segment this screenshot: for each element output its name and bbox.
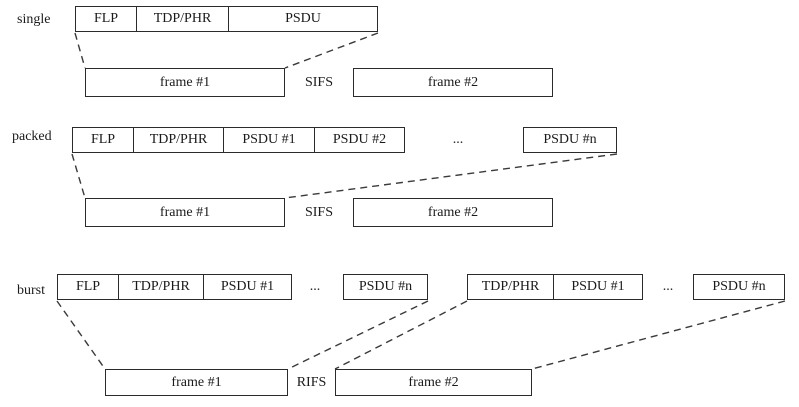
packed-segment-psdu1: PSDU #1 xyxy=(223,128,314,152)
burst-psdu-n-box-1: PSDU #n xyxy=(343,274,428,300)
single-segment-tdp-phr: TDP/PHR xyxy=(136,7,228,31)
burst-g1-segment-flp: FLP xyxy=(75,279,101,294)
burst-frame2-box: frame #2 xyxy=(335,369,532,396)
burst-g1-segment-tdp-phr: TDP/PHR xyxy=(118,275,203,299)
burst-psdu-n-box-2: PSDU #n xyxy=(693,274,785,300)
single-pdu-row: FLP TDP/PHR PSDU xyxy=(75,6,378,32)
burst-pdu-row-2: TDP/PHR PSDU #1 xyxy=(467,274,643,300)
single-sifs-label: SIFS xyxy=(304,74,334,90)
connector-line-packed-left xyxy=(71,153,86,199)
single-frame1-box: frame #1 xyxy=(85,68,285,97)
burst-frame1-box: frame #1 xyxy=(105,369,288,396)
packed-psdu-n-box: PSDU #n xyxy=(523,127,617,153)
packed-segment-tdp-phr: TDP/PHR xyxy=(133,128,223,152)
single-segment-psdu: PSDU xyxy=(228,7,377,31)
packed-sifs-label: SIFS xyxy=(304,204,334,220)
burst-g2-segment-tdp-phr: TDP/PHR xyxy=(481,279,540,294)
row-label-single: single xyxy=(17,12,51,27)
connector-line-burst-frame2-right xyxy=(531,300,786,370)
burst-rifs-label: RIFS xyxy=(296,374,327,390)
packed-segment-psdu2: PSDU #2 xyxy=(314,128,404,152)
row-label-burst: burst xyxy=(17,283,45,298)
burst-ellipsis-2: ... xyxy=(662,279,674,294)
connector-line-single-left xyxy=(74,32,86,69)
connector-line-burst-frame2-left xyxy=(334,300,468,370)
burst-g2-segment-psdu1: PSDU #1 xyxy=(553,275,642,299)
burst-g1-segment-psdu1: PSDU #1 xyxy=(203,275,291,299)
burst-pdu-row-1: FLP TDP/PHR PSDU #1 xyxy=(57,274,292,300)
burst-ellipsis-1: ... xyxy=(309,279,321,294)
connector-line-packed-right xyxy=(284,153,618,199)
packed-frame2-box: frame #2 xyxy=(353,198,553,227)
packed-frame1-box: frame #1 xyxy=(85,198,285,227)
packed-segment-flp: FLP xyxy=(90,132,116,147)
row-label-packed: packed xyxy=(12,129,52,144)
packed-pdu-row: FLP TDP/PHR PSDU #1 PSDU #2 xyxy=(72,127,405,153)
packed-ellipsis: ... xyxy=(452,132,464,147)
connector-line-burst-frame1-left xyxy=(56,300,106,370)
single-segment-flp: FLP xyxy=(93,11,119,26)
connector-line-burst-frame1-right xyxy=(287,300,429,370)
connector-line-single-right xyxy=(284,32,379,69)
single-frame2-box: frame #2 xyxy=(353,68,553,97)
